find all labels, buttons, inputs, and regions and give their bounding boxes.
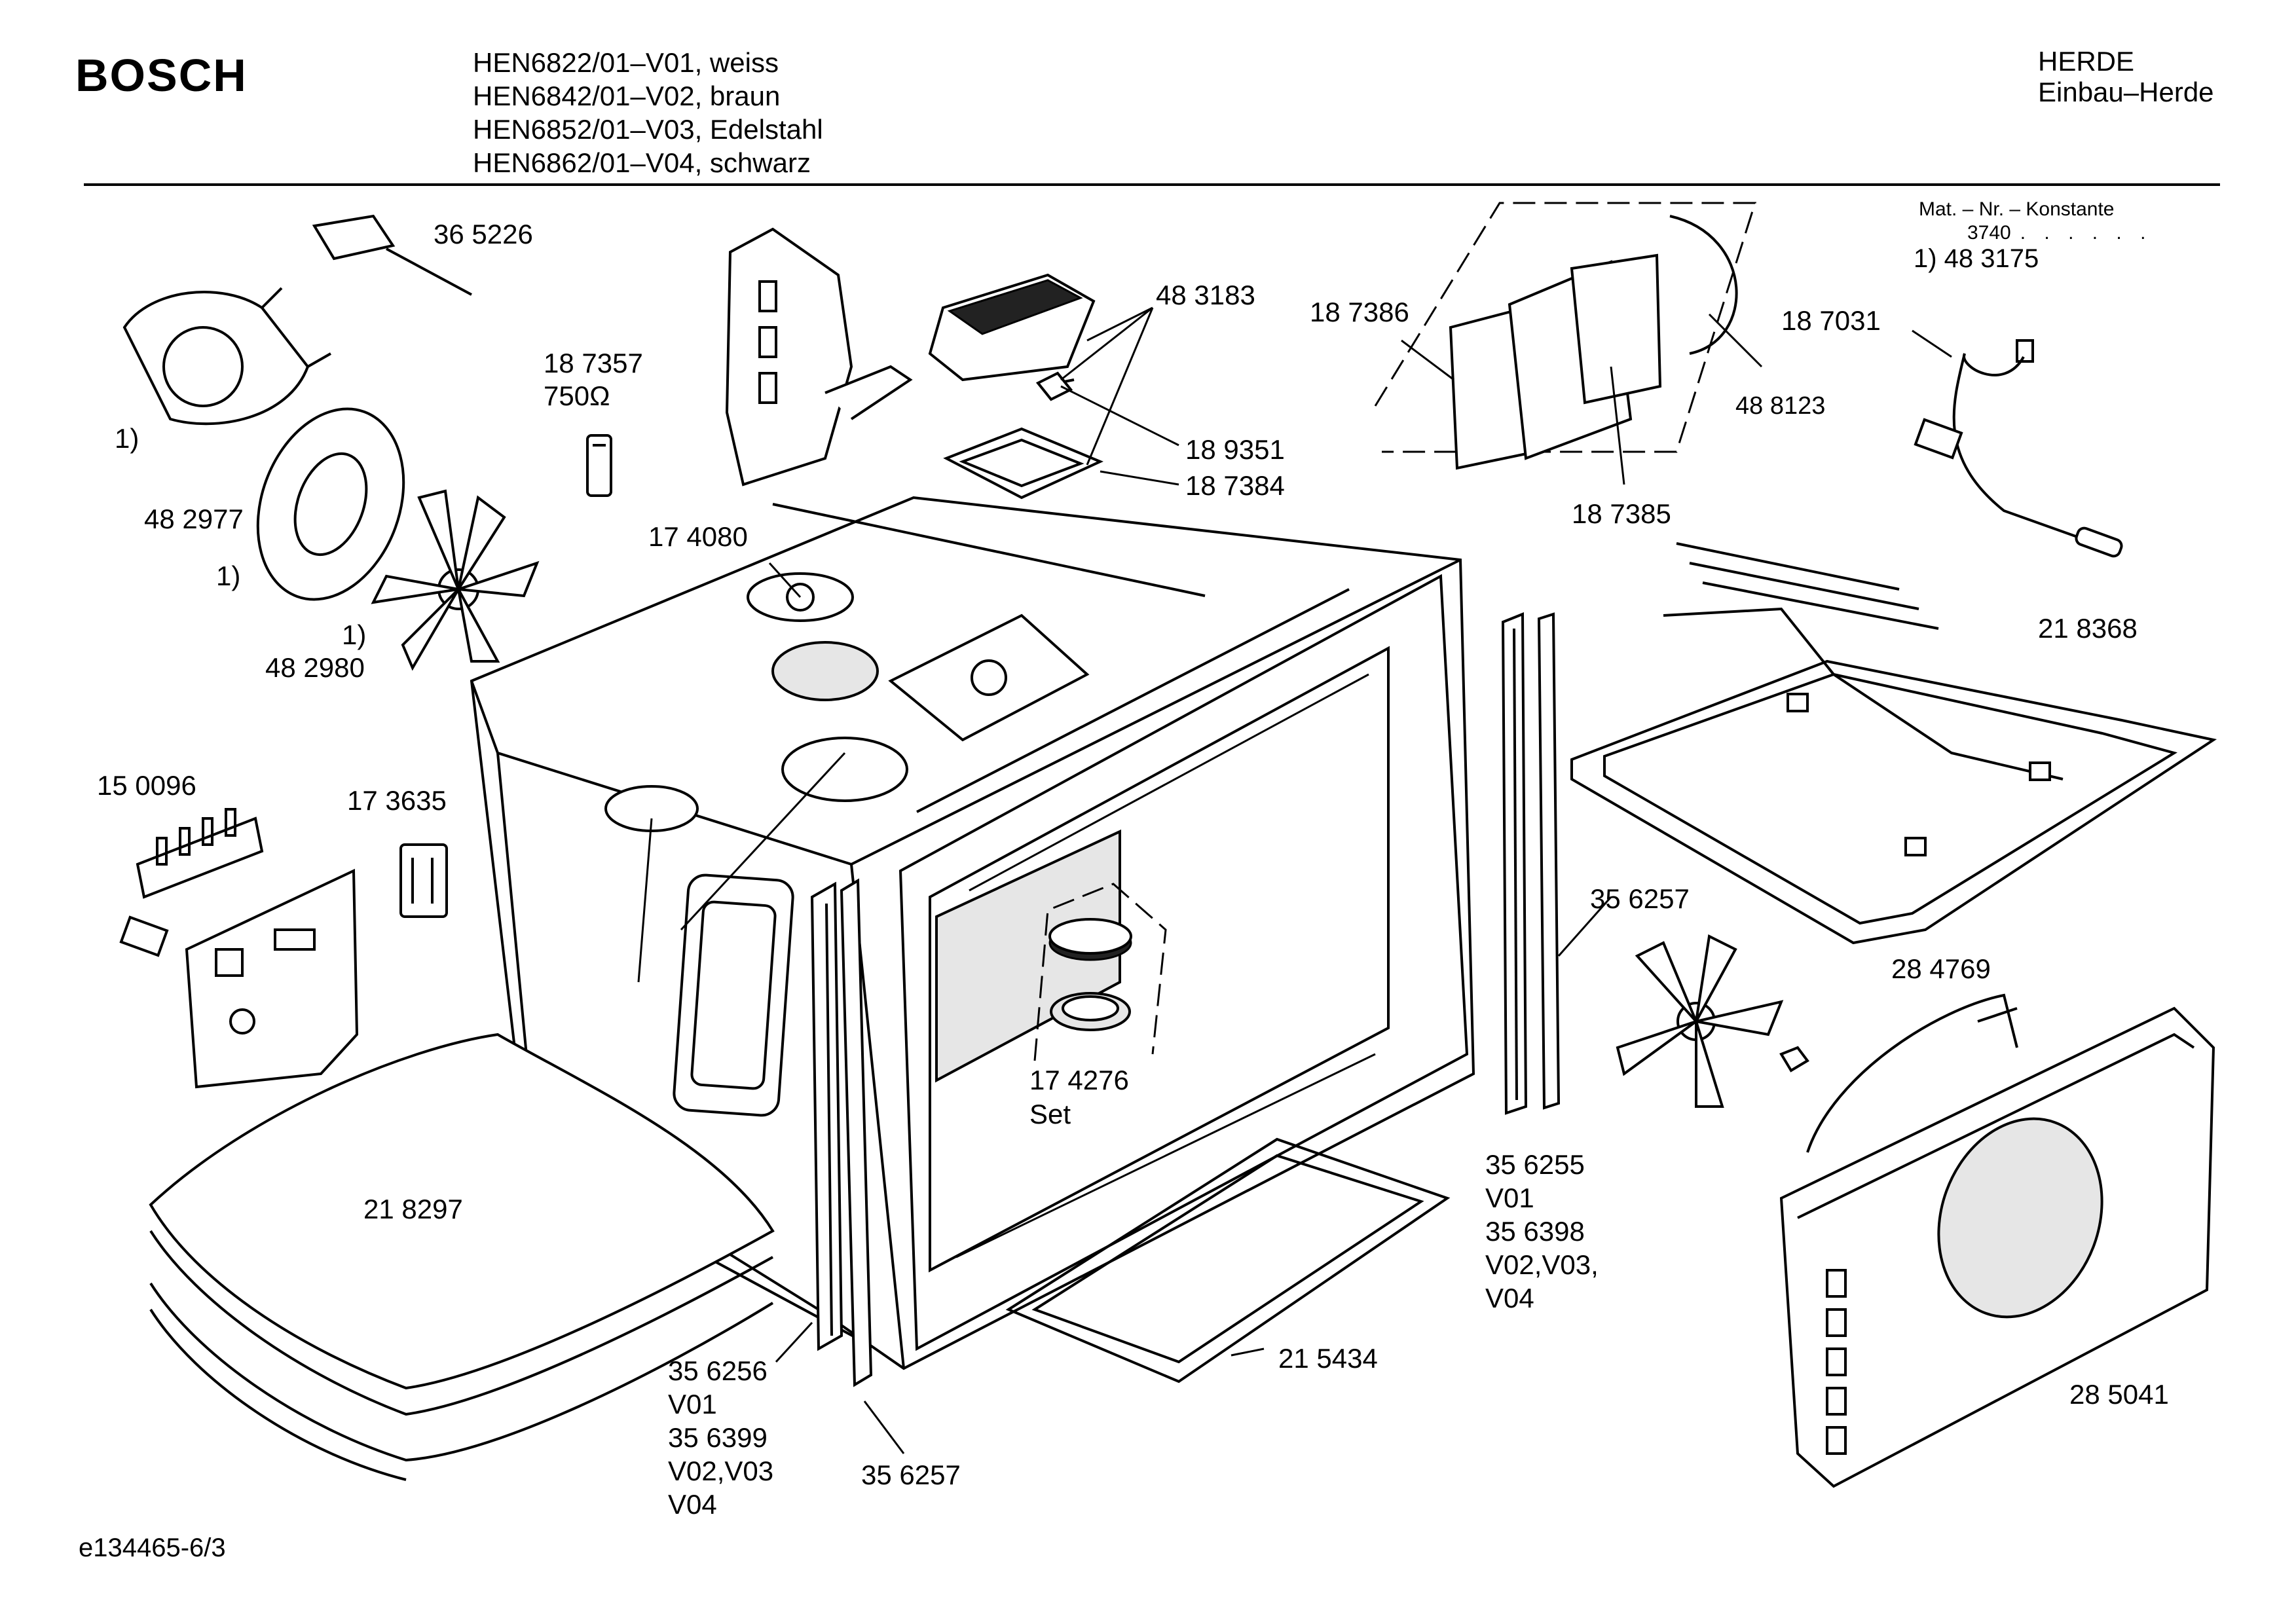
part-label-187357: 18 7357 [544,348,643,378]
part-label-line: V04 [1485,1283,1534,1313]
subcategory-title: Einbau–Herde [2038,77,2214,107]
part-label-174080: 17 4080 [648,521,748,552]
part-label-285041: 28 5041 [2069,1379,2169,1410]
model-line: HEN6842/01–V02, braun [473,81,781,111]
brand-logo: BOSCH [75,50,248,101]
leader-lines [775,896,1612,1454]
part-value-187357: 750Ω [544,380,610,411]
part-label-150096: 15 0096 [97,770,196,801]
lamp-housing-483183 [928,273,1103,500]
rear-cover-bracket-284769 [1806,993,2018,1153]
side-rail-356257-front [840,878,873,1387]
part-label-line: 35 6399 [668,1422,768,1453]
model-line: HEN6852/01–V03, Edelstahl [473,114,823,145]
model-line: HEN6862/01–V04, schwarz [473,147,811,178]
part-label-356257-right: 35 6257 [1590,883,1690,914]
material-note: Mat. – Nr. – Konstante 3740. . . . . . [1919,198,2152,245]
part-label-488123: 48 8123 [1735,392,1826,420]
side-rail-356257-back [1537,612,1561,1110]
terminal-block-150096 [136,808,264,899]
part-label-187385: 18 7385 [1572,498,1671,529]
part-label-284769: 28 4769 [1891,953,1991,984]
part-label-line: V02,V03, [1485,1249,1599,1280]
side-rail-356255 [1501,612,1528,1115]
footnote-part-label: 1) 48 3175 [1914,244,2039,273]
part-label-482980: 48 2980 [265,652,365,683]
lamp-window-group [1374,202,1763,485]
temperature-sensor-187031 [1912,329,2123,558]
base-frame-215434 [1005,1137,1451,1383]
part-label-line: 35 6256 [668,1355,768,1386]
fan-blade-482980 [371,489,540,671]
model-list: HEN6822/01–V01, weiss HEN6842/01–V02, br… [473,46,823,179]
footnote-marker-cover: 1) [216,560,241,591]
oven-body [470,496,1475,1370]
part-label-173635: 17 3635 [347,785,447,816]
document-reference: e134465-6/3 [79,1533,226,1562]
part-label-line: 35 6398 [1485,1216,1585,1247]
material-note-title: Mat. – Nr. – Konstante [1919,198,2115,220]
header-divider [84,183,2220,186]
model-line: HEN6822/01–V01, weiss [473,47,779,78]
control-bracket [119,868,359,1089]
fan-motor [122,287,331,426]
leader-lines-483183 [1060,306,1179,486]
part-label-483183: 48 3183 [1156,280,1255,310]
part-label-line: V02,V03 [668,1456,774,1486]
part-label-482977: 48 2977 [144,504,244,534]
rear-cover-285041 [1779,1006,2215,1488]
part-label-187386: 18 7386 [1310,297,1409,327]
probe-socket-365226 [312,214,472,296]
category-title: HERDE [2038,46,2135,77]
rear-fan-blade [1616,934,1809,1108]
grill-element-218368 [1570,542,2217,945]
part-label-218368: 21 8368 [2038,613,2138,644]
footnote-marker-fan: 1) [342,619,367,650]
footnote-marker-motor: 1) [115,423,139,454]
part-label-187384: 18 7384 [1185,470,1285,501]
part-label-174276: 17 4276 [1029,1065,1129,1095]
category-block: HERDE Einbau–Herde [2038,46,2214,107]
switch-173635 [399,843,448,918]
side-rail-356256 [810,881,843,1351]
material-note-value: 3740. . . . . . [1967,222,2153,244]
part-label-356255-group: 35 6255 V01 35 6398 V02,V03, V04 [1485,1148,1599,1315]
part-label-line: V01 [668,1389,717,1420]
part-label-187031: 18 7031 [1781,305,1881,336]
part-label-line: V04 [668,1489,717,1520]
part-label-189351: 18 9351 [1185,434,1285,465]
switch-bracket [725,227,913,486]
filter-set-174276 [1033,883,1167,1061]
part-label-174276-set: Set [1029,1099,1071,1129]
resistor-187357 [586,434,612,497]
part-label-line: 35 6255 [1485,1149,1585,1180]
part-label-215434: 21 5434 [1278,1343,1378,1374]
fan-cover-plate [256,407,405,601]
part-label-365226: 36 5226 [434,219,533,249]
part-label-218297: 21 8297 [363,1194,463,1224]
part-label-356256-group: 35 6256 V01 35 6399 V02,V03 V04 [668,1354,773,1521]
part-label-356257-bottom: 35 6257 [861,1459,961,1490]
insulation-mat-218297 [149,1033,775,1481]
part-label-line: V01 [1485,1182,1534,1213]
